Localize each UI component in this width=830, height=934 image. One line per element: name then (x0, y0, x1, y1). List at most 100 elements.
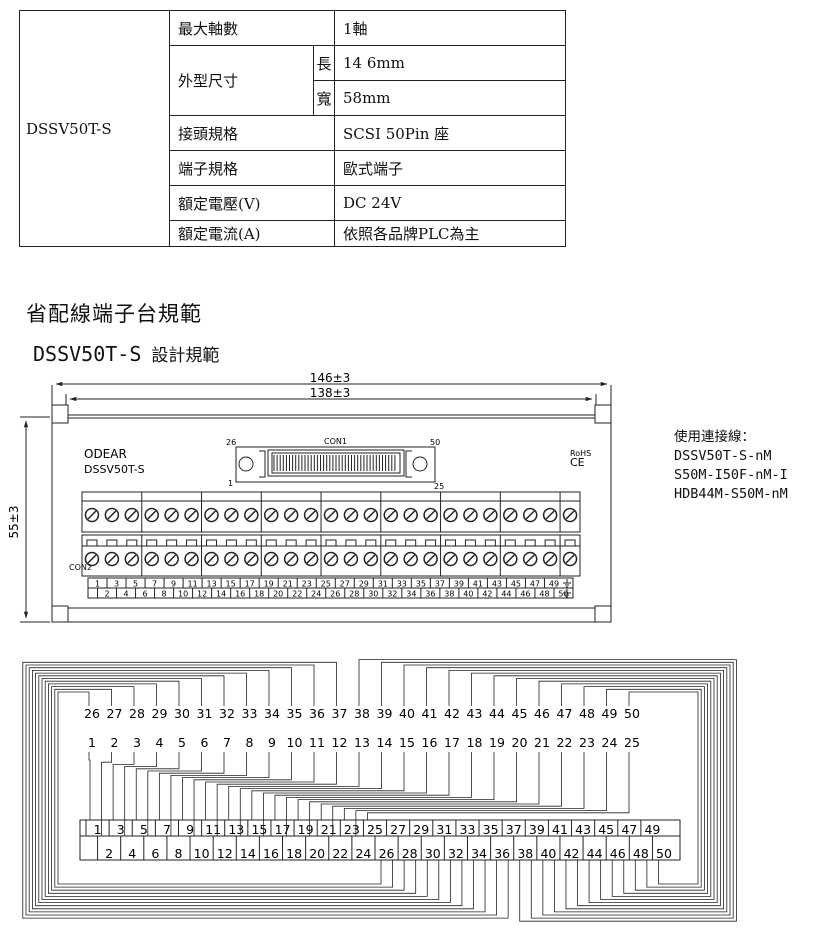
terminal-pin-number: 34 (471, 846, 487, 861)
spec-label: 最大軸數 (169, 10, 335, 46)
wire (448, 670, 724, 910)
wire-entry (166, 539, 178, 547)
wire (41, 678, 440, 900)
terminal-pin-number: 50 (656, 846, 672, 861)
connector-pin-number: 33 (242, 706, 258, 721)
screw-slot (206, 554, 217, 564)
spec-model: DSSV50T-S (19, 10, 170, 247)
wire (32, 670, 474, 910)
terminal-pin-number: 30 (425, 846, 441, 861)
screw-icon (124, 551, 140, 567)
terminal-pin-number: 18 (286, 846, 302, 861)
terminal-pin-number: 46 (610, 846, 626, 861)
connector-pin-number: 45 (512, 706, 528, 721)
terminal-number: 29 (359, 580, 369, 589)
screw-icon (263, 507, 279, 523)
screw-slot (167, 510, 177, 520)
connector-pin-number: 25 (624, 735, 640, 750)
screw-icon (244, 507, 259, 523)
screw-slot (266, 510, 276, 520)
wire-entry (106, 539, 118, 547)
terminal-pin-number: 42 (564, 846, 580, 861)
connector-pin-label: 25 (434, 482, 444, 491)
screw-icon (104, 507, 120, 523)
connector-pin-number: 20 (512, 735, 528, 750)
connector-pin-number: 34 (264, 706, 280, 721)
terminal-number: 41 (473, 580, 483, 589)
terminal-number: 18 (254, 590, 264, 599)
wire (147, 752, 202, 836)
screw-slot (545, 510, 555, 520)
wire (48, 683, 417, 894)
terminal-number: 5 (133, 580, 138, 589)
terminal-pin-number: 13 (228, 822, 244, 837)
wire (38, 675, 451, 903)
screw-icon (224, 507, 239, 523)
screw-icon (144, 507, 159, 523)
scsi-pin-rows (273, 455, 396, 471)
terminal-number: 40 (463, 590, 473, 599)
terminal-pin-number: 14 (240, 846, 256, 861)
terminal-number: 14 (216, 590, 226, 599)
terminal-number: 2 (104, 590, 109, 599)
terminal-pin-number: 49 (644, 822, 660, 837)
design-title-suffix: 設計規範 (151, 346, 220, 366)
screw-icon (84, 507, 100, 523)
wire (320, 752, 540, 820)
terminal-label: CON2 (69, 563, 92, 572)
wire-entry (464, 539, 476, 547)
terminal-number: 3 (114, 580, 119, 589)
connector-pin-number: 16 (422, 735, 438, 750)
terminal-pin-number: 15 (251, 822, 267, 837)
terminal-number: 17 (245, 580, 255, 589)
wire (193, 752, 292, 836)
screw-slot (187, 510, 197, 520)
wire (606, 688, 702, 888)
wire (205, 752, 315, 820)
terminal-pin-number: 1 (94, 822, 102, 837)
wire-entry (504, 539, 516, 547)
wire (51, 686, 405, 891)
terminal-pin-number: 6 (151, 846, 159, 861)
screw-icon (383, 551, 399, 567)
screw-icon (463, 551, 478, 567)
terminal-pin-number: 38 (517, 846, 533, 861)
connector-pin-number: 36 (309, 706, 325, 721)
terminal-pin-number: 21 (321, 822, 337, 837)
terminal-number: 13 (207, 580, 217, 589)
spec-label: 端子規格 (169, 150, 335, 186)
connector-pin-number: 5 (178, 735, 186, 750)
screw-slot (167, 554, 177, 564)
screw-icon (323, 507, 339, 523)
wire (239, 752, 382, 836)
terminal-number: 36 (425, 590, 435, 599)
connector-pin-number: 46 (534, 706, 550, 721)
terminal-number: 45 (511, 580, 521, 589)
terminal-number: 24 (311, 590, 321, 599)
screw-icon (343, 507, 359, 523)
screw-icon (204, 507, 219, 523)
terminal-pin-number: 23 (344, 822, 360, 837)
screw-slot (306, 510, 316, 520)
connector-pin-number: 21 (534, 735, 550, 750)
screw-icon (124, 507, 140, 523)
wire-entry (345, 539, 357, 547)
dimension-height: 55±3 (7, 506, 21, 539)
terminal-number: 47 (530, 580, 540, 589)
spec-table: DSSV50T-S 最大軸數 1軸 外型尺寸 長 14 6mm 寬 58mm 接… (19, 10, 566, 247)
connector-pin-number: 35 (287, 706, 303, 721)
cable-item: DSSV50T-S-nM (674, 448, 772, 464)
wire (22, 661, 509, 919)
connector-pin-number: 14 (377, 735, 393, 750)
screw-icon (363, 551, 379, 567)
terminal-pin-number: 25 (367, 822, 383, 837)
screw-icon (403, 551, 418, 567)
connector-pin-number: 32 (219, 706, 235, 721)
spec-label: 外型尺寸 (169, 45, 314, 116)
screw-icon (184, 551, 199, 567)
ground-icon (563, 589, 571, 598)
screw-slot (565, 510, 575, 520)
terminal-number: 33 (397, 580, 407, 589)
terminal-number: 8 (162, 590, 167, 599)
